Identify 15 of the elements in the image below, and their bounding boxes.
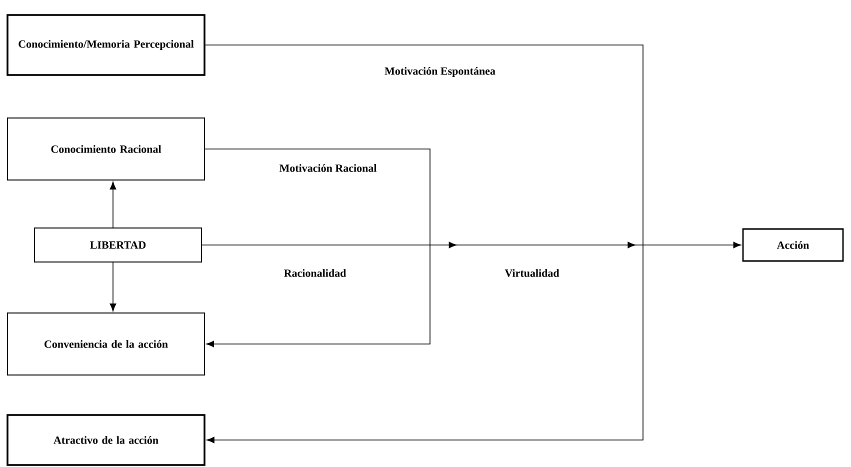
box: Conocimiento Racional — [7, 118, 205, 180]
label: Virtualidad — [504, 269, 560, 277]
box: Conocimiento/Memoria Percepcional — [6, 14, 206, 76]
arrow — [110, 182, 116, 228]
edge-label: Motivación Racional — [278, 163, 378, 173]
edge-label: Motivación Espontánea — [384, 66, 496, 78]
box: Atractivo de la acción — [6, 414, 206, 466]
box: Conveniencia de la acción — [7, 312, 205, 376]
box: LIBERTAD — [34, 228, 202, 262]
arrow — [202, 242, 742, 248]
arrow — [205, 44, 644, 444]
arrow — [110, 262, 116, 312]
label: Racionalidad — [284, 269, 346, 277]
box: Acción — [742, 228, 844, 262]
arrow — [204, 148, 430, 348]
